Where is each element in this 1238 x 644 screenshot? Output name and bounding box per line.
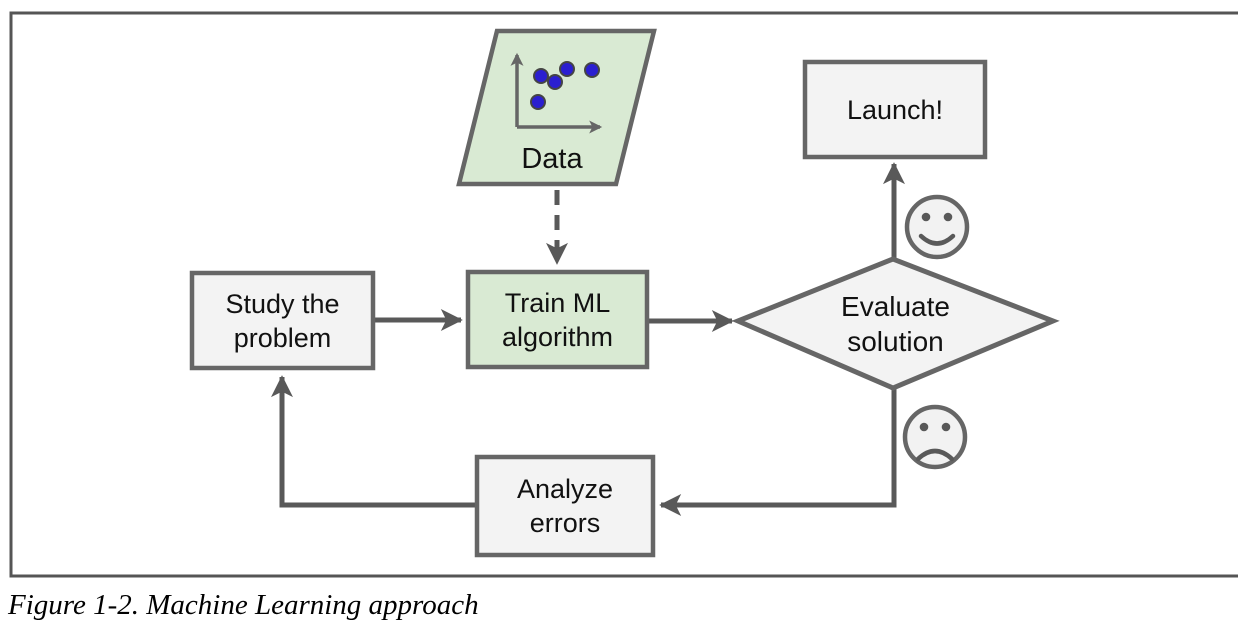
node-train-shape <box>465 269 650 370</box>
sad-face-icon <box>902 404 968 470</box>
figure-caption: Figure 1-2. Machine Learning approach <box>8 589 479 621</box>
node-analyze-shape <box>474 454 656 558</box>
node-data-shape <box>456 28 657 187</box>
figure-frame <box>9 11 1238 578</box>
node-study-shape <box>189 270 376 371</box>
node-launch-shape <box>802 59 988 160</box>
edge-evaluate-to-analyze <box>659 386 897 516</box>
happy-face-icon <box>904 194 970 260</box>
node-evaluate-shape <box>731 256 1060 391</box>
scatter-plot-icon <box>510 52 603 134</box>
edge-analyze-to-study <box>271 375 477 508</box>
